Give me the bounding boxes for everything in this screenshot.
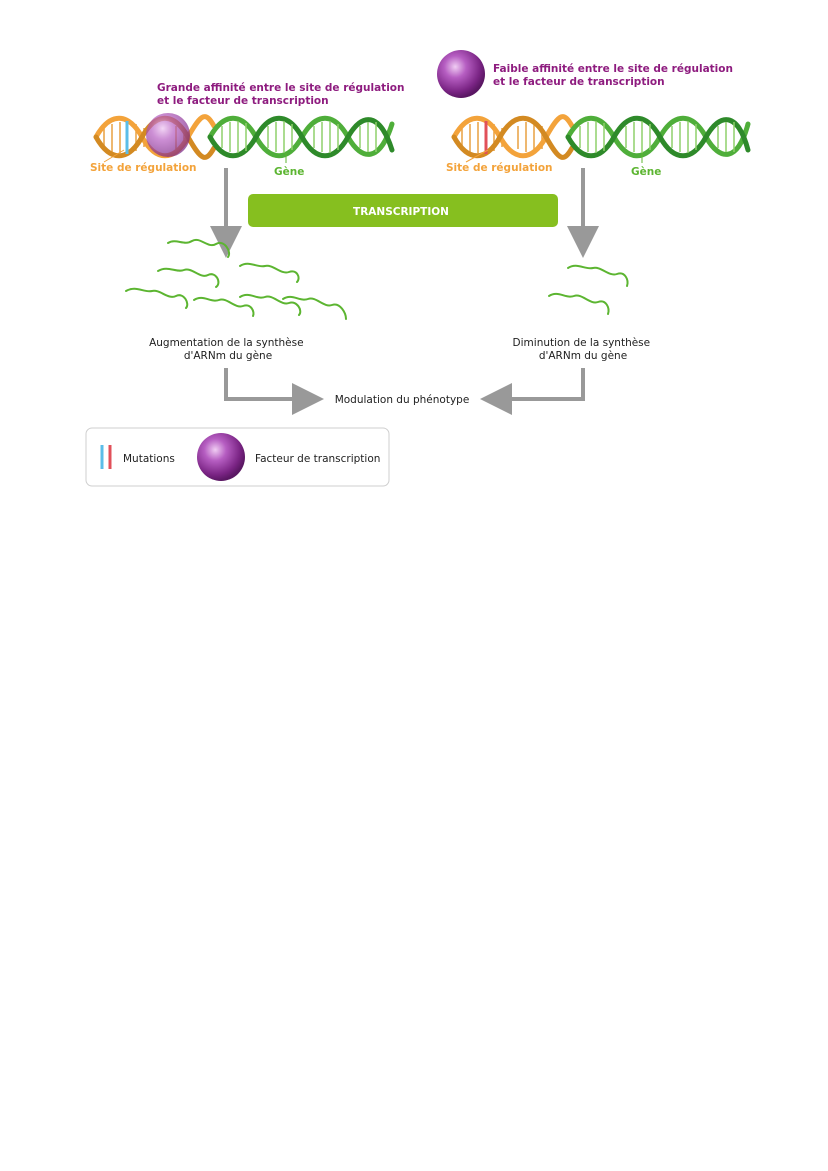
left-mrna-strands <box>125 238 347 320</box>
left-gene-label: Gène <box>274 166 304 178</box>
legend-mutations-label: Mutations <box>123 453 175 465</box>
left-outcome-label: Augmentation de la synthèse d'ARNm du gè… <box>149 337 307 362</box>
left-outcome-line-1: Augmentation de la synthèse <box>149 337 304 349</box>
left-dna-helix <box>93 114 395 160</box>
right-panel: Faible affinité entre le site de régulat… <box>437 50 751 415</box>
right-outcome-label: Diminution de la synthèse d'ARNm du gène <box>513 337 654 362</box>
legend-factor-label: Facteur de transcription <box>255 453 380 465</box>
left-transcription-factor-bound <box>146 113 190 157</box>
left-mrna-strand <box>282 295 347 320</box>
left-affinity-line-2: et le facteur de transcription <box>157 95 329 107</box>
right-regulation-site-pointer <box>465 149 489 163</box>
left-mrna-strand <box>157 267 220 288</box>
left-regulation-site-pointer <box>103 149 125 163</box>
right-outcome-line-1: Diminution de la synthèse <box>513 337 651 349</box>
right-dna-gene <box>565 115 751 159</box>
phenotype-label: Modulation du phénotype <box>335 394 470 406</box>
left-mrna-strand <box>239 262 300 283</box>
right-regulation-site-label: Site de régulation <box>446 162 553 174</box>
left-affinity-label: Grande affinité entre le site de régulat… <box>157 82 408 107</box>
right-outcome-line-2: d'ARNm du gène <box>539 350 627 362</box>
right-affinity-label: Faible affinité entre le site de régulat… <box>493 63 737 88</box>
left-mrna-strand <box>239 293 302 316</box>
left-mrna-strand <box>167 238 230 258</box>
transcription-banner-label: TRANSCRIPTION <box>353 206 449 218</box>
right-dna-regulation-site <box>451 114 575 160</box>
legend-transcription-factor-swatch <box>197 433 245 481</box>
right-to-phenotype-arrow <box>480 368 585 415</box>
left-dna-gene <box>207 115 395 159</box>
transcription-banner: TRANSCRIPTION <box>248 194 558 227</box>
right-dna-helix <box>451 114 751 160</box>
left-mrna-strand <box>125 287 189 309</box>
right-mrna-strand <box>548 292 610 315</box>
right-mrna-strands <box>548 264 629 315</box>
right-affinity-line-2: et le facteur de transcription <box>493 76 665 88</box>
left-panel: Grande affinité entre le site de régulat… <box>90 82 408 415</box>
left-affinity-line-1: Grande affinité entre le site de régulat… <box>157 82 404 94</box>
transcription-banner-box <box>248 194 558 227</box>
legend: Mutations Facteur de transcription <box>85 427 390 487</box>
right-transcription-factor-free <box>437 50 485 98</box>
right-gene-label: Gène <box>631 166 661 178</box>
left-mrna-strand <box>193 296 255 317</box>
right-mrna-strand <box>567 264 629 287</box>
left-outcome-line-2: d'ARNm du gène <box>184 350 272 362</box>
left-to-phenotype-arrow <box>224 368 324 415</box>
right-affinity-line-1: Faible affinité entre le site de régulat… <box>493 63 733 75</box>
left-regulation-site-label: Site de régulation <box>90 162 197 174</box>
